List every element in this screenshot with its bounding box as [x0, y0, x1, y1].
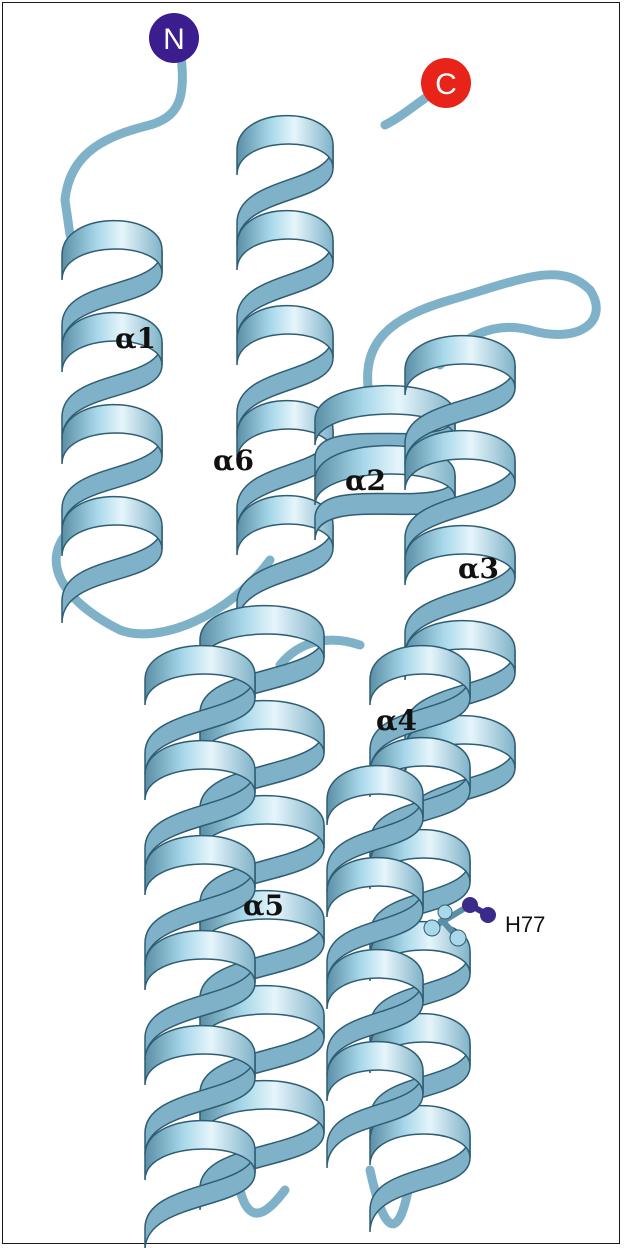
helix-label-a4: α4: [376, 704, 417, 737]
atom: [438, 905, 452, 919]
n-terminus-label: N: [163, 23, 185, 56]
helix-back-turn: [62, 526, 162, 623]
residue-label-h77: H77: [505, 912, 545, 937]
atom: [450, 930, 466, 946]
helix-ribbons: [62, 116, 515, 1248]
helix-label-a5: α5: [243, 889, 284, 922]
atom: [424, 920, 440, 936]
helix-label-a3: α3: [458, 552, 499, 585]
helix-turn: [405, 431, 515, 490]
helix-a1: [62, 221, 162, 623]
n-terminus-marker: N: [149, 13, 199, 63]
bottom-loop-left: [240, 1190, 285, 1213]
helix-a6: [237, 116, 333, 625]
coil-loops: [56, 45, 596, 1224]
c-terminus-marker: C: [421, 58, 471, 108]
helix-label-a6: α6: [213, 444, 254, 477]
helix-turn: [405, 336, 515, 395]
helix-label-a1: α1: [115, 322, 156, 355]
atom: [462, 897, 478, 913]
n-terminal-coil: [65, 45, 182, 235]
c-terminus-label: C: [435, 68, 457, 101]
atom: [480, 907, 496, 923]
helix-label-a2: α2: [345, 464, 386, 497]
